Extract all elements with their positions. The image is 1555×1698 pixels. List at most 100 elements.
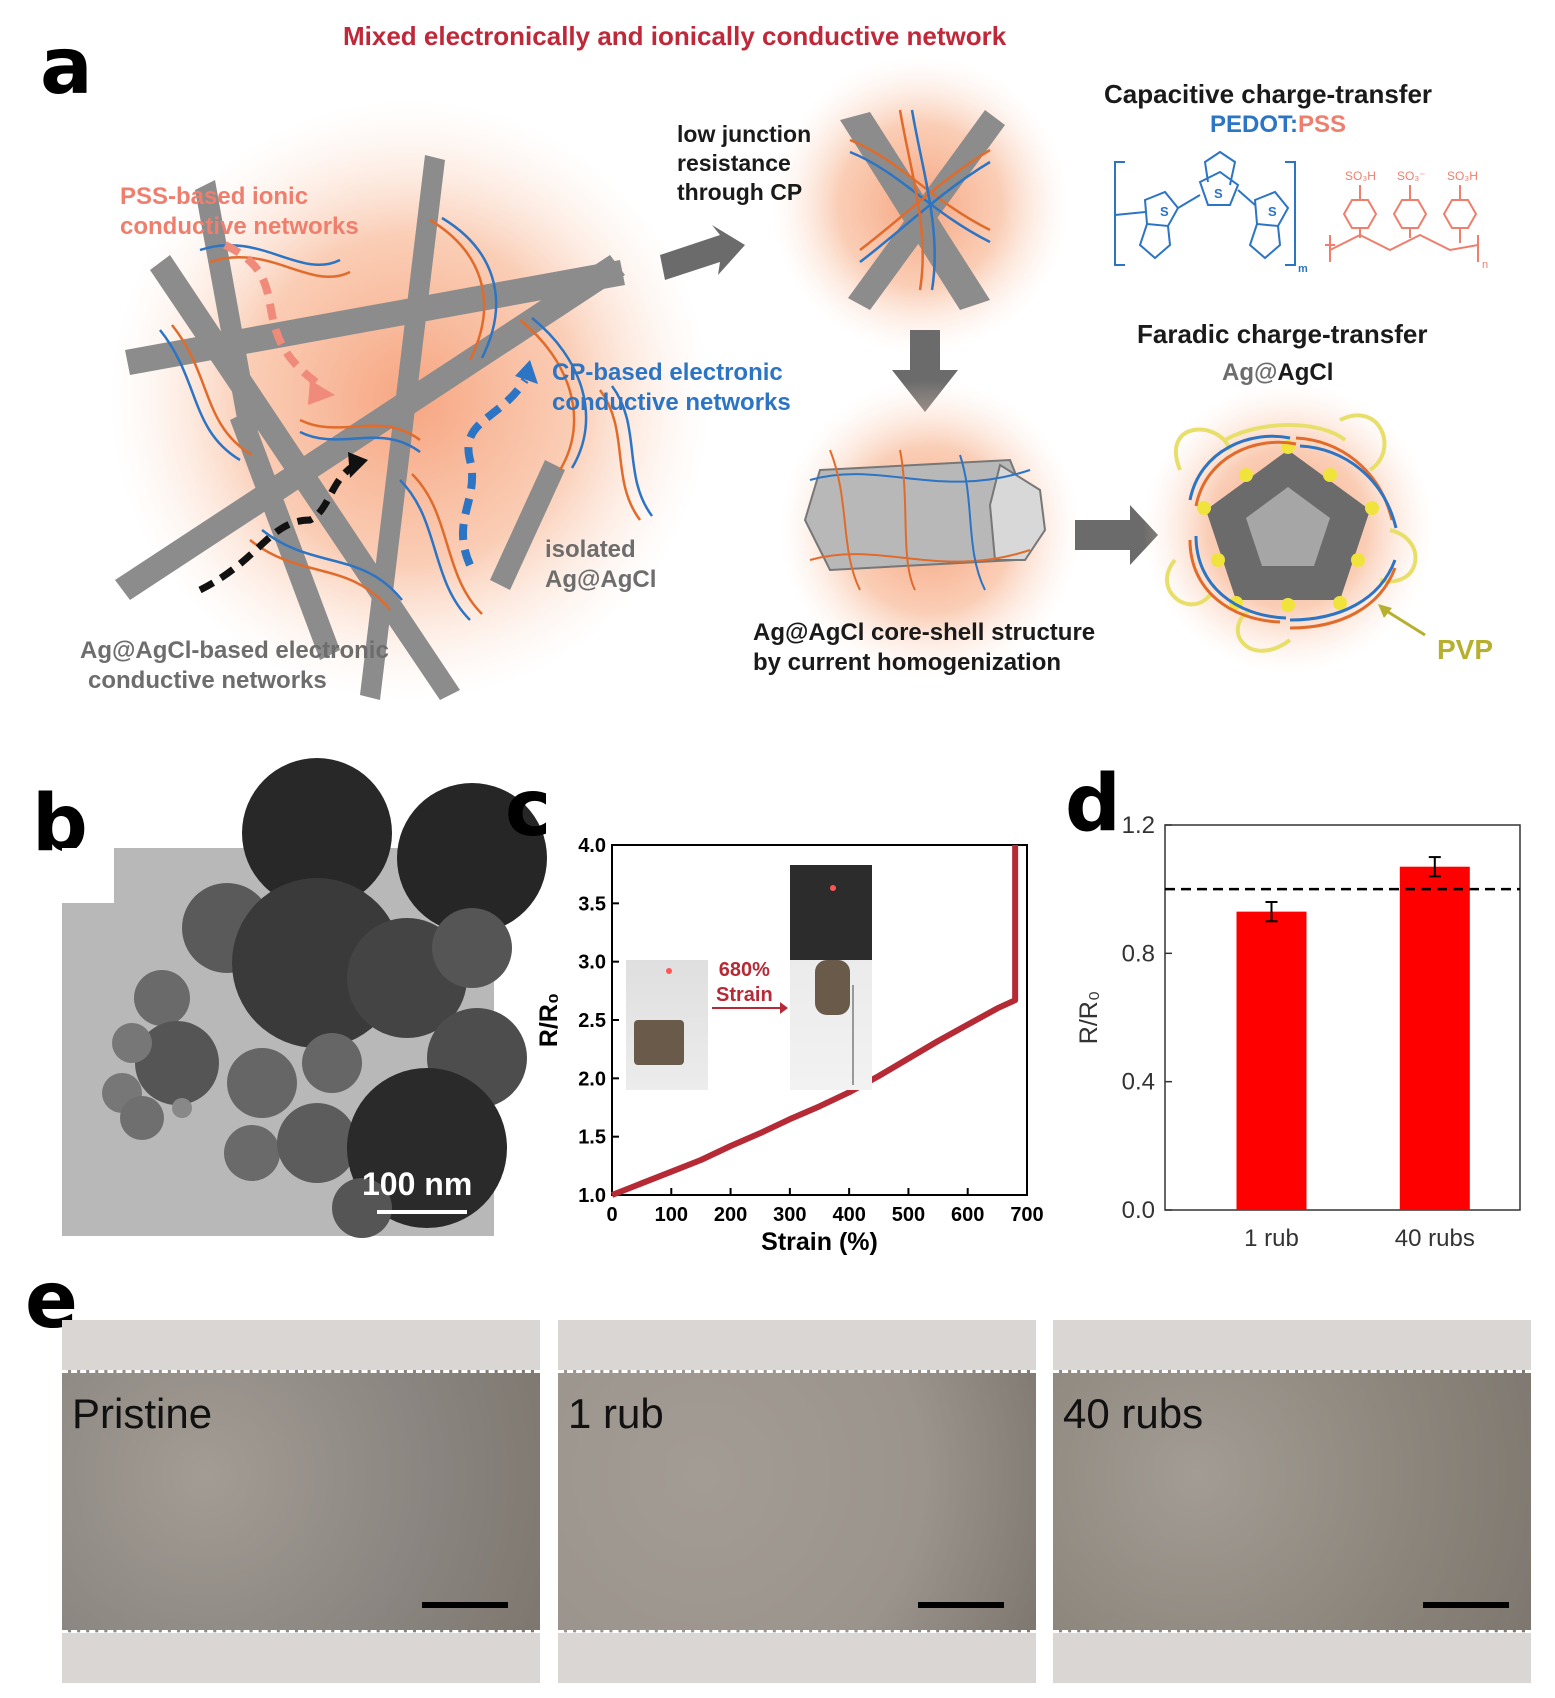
cp-electronic-label: CP-based electronic conductive networks [552,358,791,418]
chart-d-frame [1164,824,1521,1211]
chart-d-bar [1236,911,1307,1210]
pedot-structure [1114,150,1296,266]
micrograph-scale-bar [918,1602,1004,1608]
agagcl-faradic-label: Ag@AgCl [1222,358,1333,388]
junction-line2: resistance [677,149,791,176]
chart-d-bar [1399,866,1470,1210]
nanowire-rods [115,155,625,700]
pss-ionic-line2: conductive networks [120,213,359,240]
chart-d-category-label: 40 rubs [1395,1225,1475,1252]
arrow-down [892,330,958,412]
pvp-loops [1165,413,1418,653]
chart-d-ytick-label: 1.2 [1122,812,1155,839]
pedot-s2: S [1214,186,1223,201]
pedot-s3: S [1268,204,1277,219]
chart-c-ytick-label: 2.0 [578,1068,606,1090]
dashed-boundary-line [558,1370,1036,1373]
junction-label: low junction resistance through CP [677,120,811,206]
agcl-dots [1197,440,1379,612]
pss-so3-minus: SO₃⁻ [1397,169,1426,183]
inset-photo-stretched [790,865,872,1090]
chart-c-xtick-label: 200 [714,1204,747,1226]
agagcl-network-label: Ag@AgCl-based electronic conductive netw… [80,636,389,696]
tem-scale-label: 100 nm [362,1166,473,1202]
chart-c-ytick-label: 2.5 [578,1010,606,1032]
pss-ionic-line1: PSS-based ionic [120,183,309,210]
micrograph-3: 40 rubs [1053,1320,1531,1683]
pss-ionic-label: PSS-based ionic conductive networks [120,182,359,242]
micrograph-film [1053,1370,1531,1632]
panel-a-schematic: S S S m SO₃H SO₃⁻ SO₃H n [110,57,1488,700]
chart-c-series-line [610,845,1019,1198]
pedot-pss-colon: : [1290,111,1299,138]
arrow-right [1075,505,1158,565]
pvp-pointer [1384,608,1426,637]
pss-structure [1325,185,1479,262]
chart-d-ytick-label: 0.8 [1122,940,1155,967]
chart-c-xtick-label: 100 [655,1204,688,1226]
junction-line3: through CP [677,178,803,205]
junction-rods [840,110,1005,310]
tem-image: 100 nm [62,758,547,1238]
agagcl-network-line2: conductive networks [88,667,327,694]
chart-d-ylabel: R/R₀ [1075,991,1103,1044]
coreshell-line2: by current homogenization [753,649,1062,676]
isolated-label: isolated Ag@AgCl [545,535,656,595]
pss-ionic-arrow [223,241,323,389]
dashed-boundary-line [1053,1370,1531,1373]
junction-strands [849,109,991,291]
chart-c-ytick-label: 3.5 [578,893,606,915]
cp-electronic-line1: CP-based electronic [552,359,783,386]
dashed-boundary-line [62,1630,540,1633]
chart-c-xtick-label: 300 [773,1204,806,1226]
chart-c-ytick-label: 4.0 [578,835,606,857]
dashed-boundary-line [1053,1630,1531,1633]
dashed-boundary-line [558,1630,1036,1633]
inset-arrow-label: 680% Strain [716,958,773,1008]
dashed-boundary-line [62,1370,540,1373]
chart-c-ylabel: R/R₀ [535,993,563,1047]
chart-c-ytick-label: 3.0 [578,952,606,974]
panel-label-d: d [1065,759,1121,849]
micrograph-label: Pristine [72,1390,213,1437]
tem-particles [102,758,547,1238]
faradic-strands [1188,434,1398,630]
chart-d-ytick-label: 0.0 [1122,1197,1155,1224]
inset-arrow-line2: Strain [716,984,773,1006]
inset-arrow-line1: 680% [718,959,770,981]
pedot-text: PEDOT [1210,111,1291,138]
pedot-pss-label: PEDOT:PSS [1210,110,1346,140]
micrograph-film [62,1370,540,1632]
agcl-suffix: AgCl [1277,359,1334,386]
capacitive-title: Capacitive charge-transfer [1104,79,1433,109]
cp-electronic-line2: conductive networks [552,389,791,416]
chart-c-xtick-label: 600 [951,1204,984,1226]
chart-c-xlabel: Strain (%) [761,1228,878,1256]
chart-d-ytick-label: 0.4 [1122,1069,1155,1096]
chart-c-xtick-label: 400 [832,1204,865,1226]
micrograph-2: 1 rub [558,1320,1036,1683]
arrow-to-junction [660,225,745,280]
panel-label-a: a [40,22,93,112]
inset-photo-start [626,960,708,1090]
chart-c-xtick-label: 700 [1010,1204,1043,1226]
micrograph-scale-bar [1423,1602,1509,1608]
coreshell-line1: Ag@AgCl core-shell structure [753,619,1096,646]
polymer-strands [159,216,654,621]
chart-d-rubbing: 0.0 0.4 0.8 1.2R/R₀ 1 rub 40 rubs [1075,812,1521,1252]
isolated-line2: Ag@AgCl [545,566,657,593]
micrograph-label: 40 rubs [1063,1390,1204,1437]
chart-c-ytick-label: 1.0 [578,1185,606,1207]
inset-arrow [712,1002,788,1014]
ag-core-inner [1246,487,1330,566]
chart-d-category-label: 1 rub [1244,1225,1299,1252]
micrograph-1: Pristine [62,1320,540,1683]
pvp-label: PVP [1437,634,1494,665]
ag-prefix: Ag@ [1222,359,1278,386]
pedot-m: m [1298,263,1308,275]
micrograph-label: 1 rub [568,1390,664,1437]
pedot-s1: S [1160,204,1169,219]
chart-c-xtick-label: 500 [892,1204,925,1226]
pss-so3h-2: SO₃H [1447,169,1478,183]
